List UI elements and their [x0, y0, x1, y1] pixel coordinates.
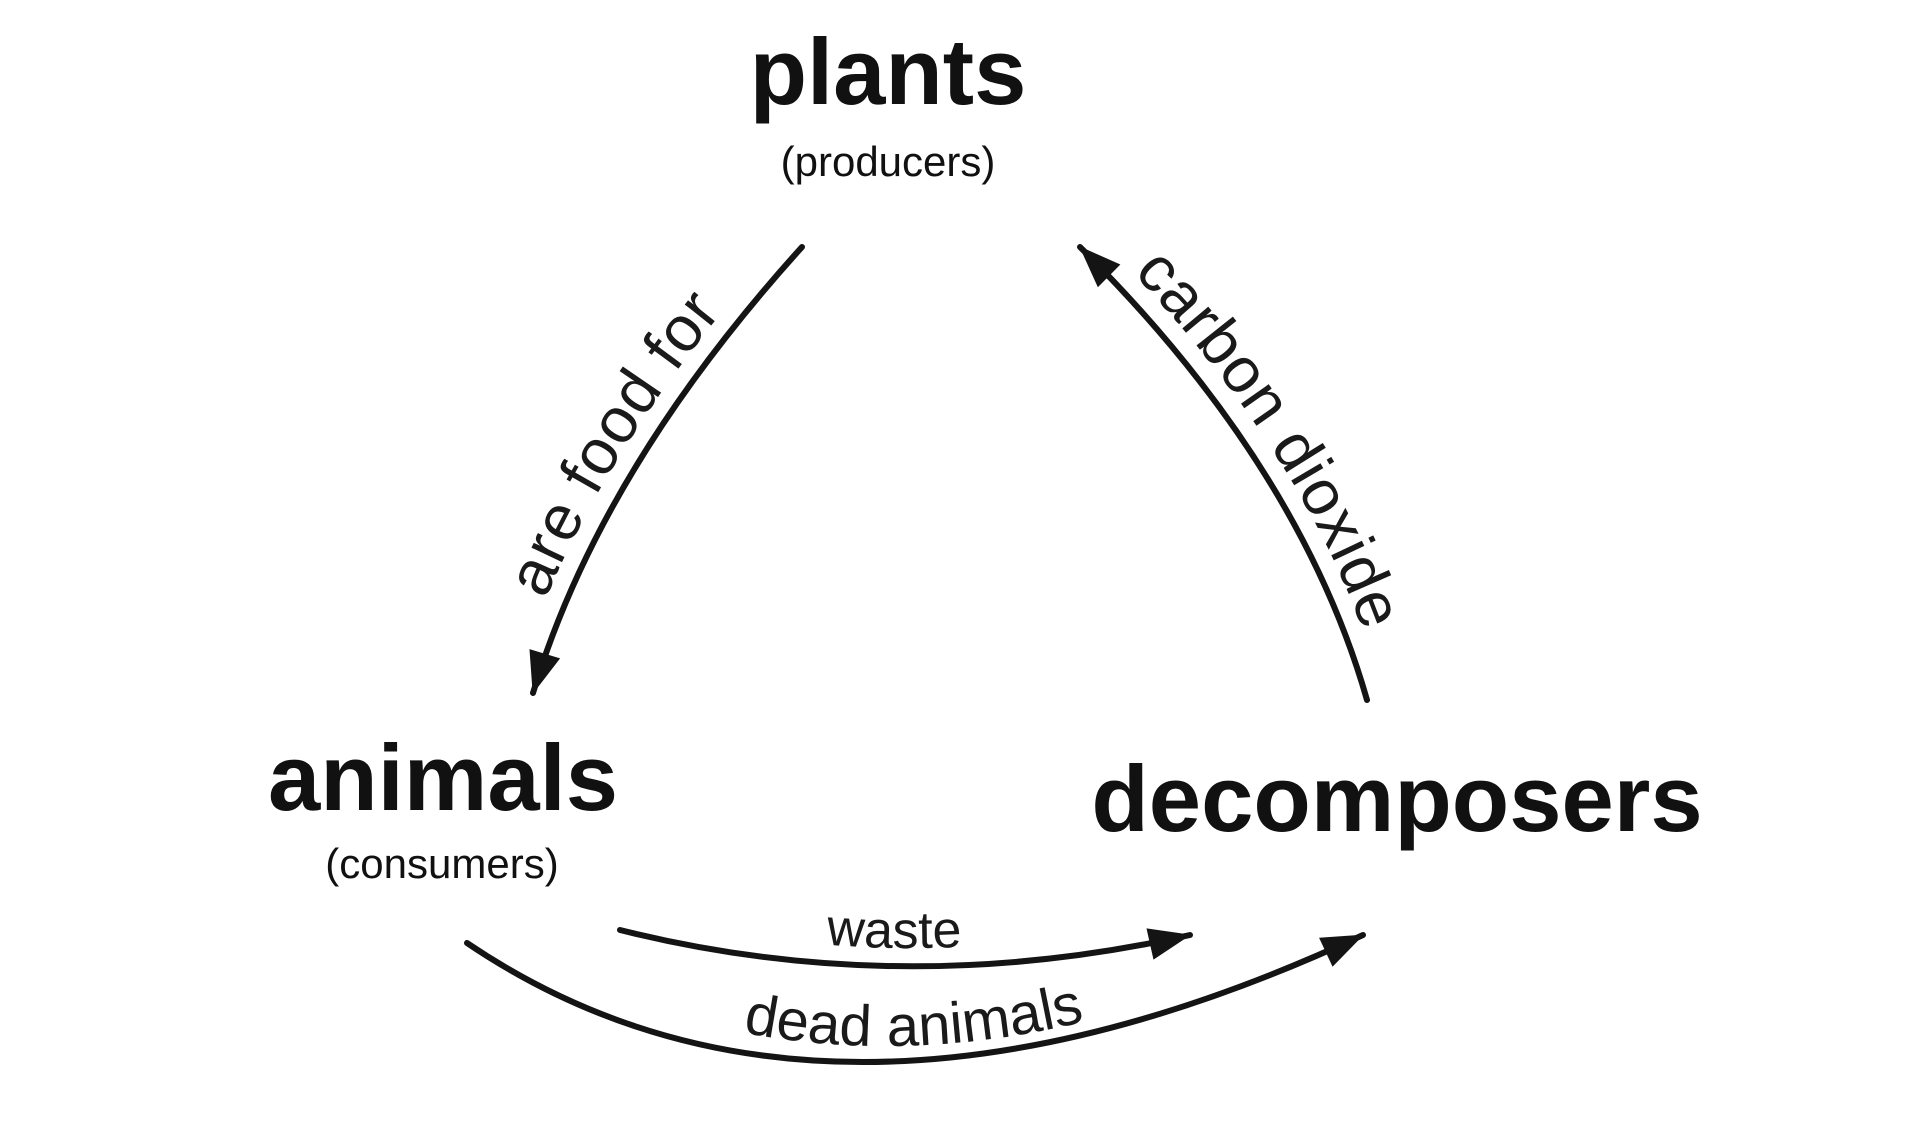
edge-label-carbon-dioxide: carbon dioxide: [1123, 234, 1418, 638]
edge-plants-to-animals: [529, 244, 805, 696]
edge-label-are-food-for: are food for: [492, 275, 733, 605]
edge-animals-to-decomposers-waste: [617, 927, 1193, 970]
node-plants-label: plants: [750, 19, 1027, 124]
edge-label-waste: waste: [824, 899, 962, 960]
node-plants-sublabel: (producers): [781, 138, 996, 185]
edge-animals-to-decomposers-dead: [464, 932, 1366, 1065]
node-animals-sublabel: (consumers): [325, 840, 558, 887]
node-decomposers-label: decomposers: [1091, 746, 1702, 851]
edge-decomposers-to-plants: [1077, 244, 1370, 703]
node-animals-label: animals: [268, 725, 618, 830]
